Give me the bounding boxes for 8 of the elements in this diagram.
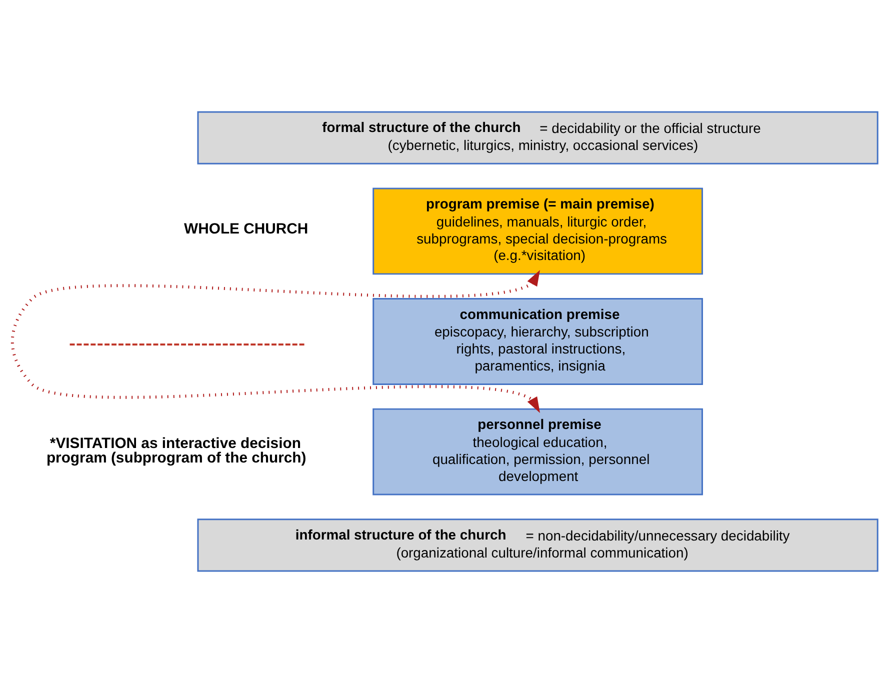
node-box: communication premise episcopacy, hierarchy, subscription rights, pastoral instructions, paramentics, insignia [372,298,703,384]
node-box: informal structure of the church = non-decidability/unnecessary decidability (organizational culture/informal communication) [197,518,878,572]
node-box: personnel premise theological education, qualification, permission, personnel development [372,408,703,495]
node-box: formal structure of the church = decidability or the official structure (cybernetic, liturgics, ministry, occasional services) [197,110,878,164]
label: WHOLE CHURCH [184,221,308,238]
node-box: program premise (= main premise) guidelines, manuals, liturgic order, subprograms, special decision-programs (e.g.*visitation) [372,187,703,274]
label: *VISITATION as interactive decision program (subprogram of the church) [46,435,306,466]
arrow [11,270,540,412]
